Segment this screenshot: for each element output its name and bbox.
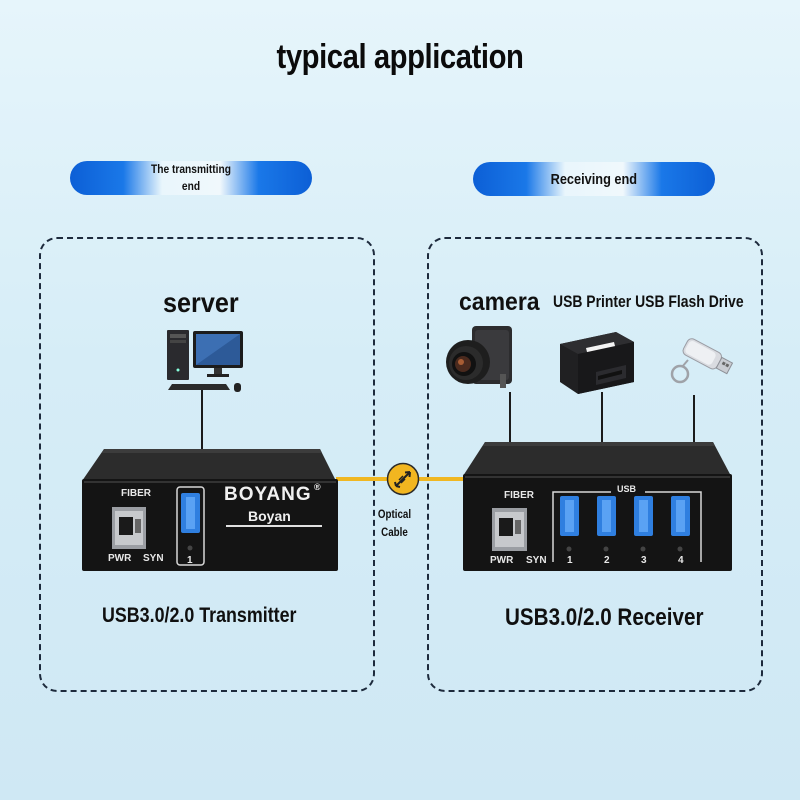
server-label: server xyxy=(163,287,239,318)
receiver-label: USB3.0/2.0 Receiver xyxy=(505,604,704,631)
rx-usb-label: USB xyxy=(617,484,637,494)
receiving-end-header: Receiving end xyxy=(473,162,715,196)
transmitting-end-header: The transmitting end xyxy=(70,161,312,195)
rx-port-3-number: 3 xyxy=(641,555,647,566)
rx-port-4-number: 4 xyxy=(678,555,684,566)
rx-pwr-label: PWR xyxy=(490,555,514,566)
tx-pwr-label: PWR xyxy=(108,553,132,564)
rx-port-2-number: 2 xyxy=(604,555,610,566)
transmitting-end-header-text: The transmitting end xyxy=(151,162,231,193)
receiving-end-panel xyxy=(427,237,763,692)
rx-fiber-label: FIBER xyxy=(504,490,534,501)
optical-cable-label-line1: Optical xyxy=(377,509,412,521)
usb-flash-drive-icon xyxy=(662,326,738,398)
usb-transmitter-device xyxy=(82,445,338,571)
optical-cable-label: Optical Cable xyxy=(378,506,411,542)
camera-label: camera xyxy=(459,288,540,316)
transmitter-label: USB3.0/2.0 Transmitter xyxy=(102,604,297,627)
tx-syn-label: SYN xyxy=(143,553,164,564)
tx-port-number: 1 xyxy=(187,555,193,566)
camera-icon xyxy=(442,322,522,394)
camera-wire xyxy=(509,392,511,442)
rx-syn-label: SYN xyxy=(526,555,547,566)
tx-logo-sub: Boyan xyxy=(248,508,291,524)
desktop-computer-icon xyxy=(164,328,246,394)
page-title: typical application xyxy=(276,38,524,76)
printer-wire xyxy=(601,392,603,442)
brand-logo-underline xyxy=(226,525,322,528)
server-wire xyxy=(201,388,203,452)
optical-fiber-left xyxy=(336,477,388,481)
receiving-end-header-text: Receiving end xyxy=(550,170,638,188)
optical-cable-label-line2: Cable xyxy=(381,527,408,539)
usb-receiver-device xyxy=(463,438,732,571)
receipt-printer-icon xyxy=(556,324,636,396)
rx-port-1-number: 1 xyxy=(567,555,573,566)
optical-fiber-icon xyxy=(386,462,420,496)
transmitting-end-panel xyxy=(39,237,375,692)
tx-fiber-label: FIBER xyxy=(121,488,151,499)
flashdrive-wire xyxy=(693,395,695,442)
tx-logo-text: BOYANG xyxy=(224,484,312,505)
tx-logo-registered: ® xyxy=(314,482,321,492)
optical-fiber-right xyxy=(418,477,470,481)
peripherals-label: USB Printer USB Flash Drive xyxy=(553,292,744,311)
